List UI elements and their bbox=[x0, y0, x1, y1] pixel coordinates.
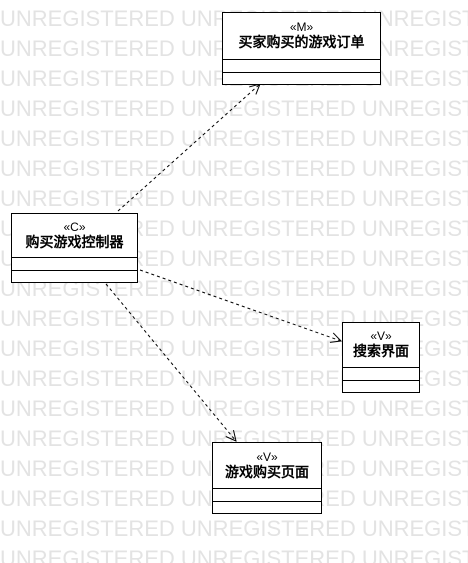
order-stereotype: «M» bbox=[289, 20, 314, 34]
order-operations-compartment bbox=[223, 72, 380, 84]
purchase-page-operations-compartment bbox=[213, 501, 321, 513]
purchase-page-name: 游戏购买页面 bbox=[225, 464, 309, 481]
dependency-controller-to-search[interactable] bbox=[139, 269, 341, 341]
class-search[interactable]: «V» 搜索界面 bbox=[342, 322, 420, 393]
class-order[interactable]: «M» 买家购买的游戏订单 bbox=[222, 12, 381, 85]
search-name: 搜索界面 bbox=[353, 344, 409, 360]
purchase-page-attributes-compartment bbox=[213, 488, 321, 501]
dependency-controller-to-purchase-page[interactable] bbox=[105, 283, 236, 441]
order-name: 买家购买的游戏订单 bbox=[238, 35, 365, 51]
controller-operations-compartment bbox=[12, 270, 137, 282]
class-controller[interactable]: «C» 购买游戏控制器 bbox=[11, 213, 138, 283]
search-stereotype: «V» bbox=[370, 329, 392, 343]
controller-stereotype: «C» bbox=[63, 219, 86, 234]
order-attributes-compartment bbox=[223, 59, 380, 72]
controller-name: 购买游戏控制器 bbox=[25, 234, 124, 251]
search-operations-compartment bbox=[343, 380, 419, 392]
controller-attributes-compartment bbox=[12, 257, 137, 270]
class-purchase-page[interactable]: «V» 游戏购买页面 bbox=[212, 442, 322, 514]
purchase-page-stereotype: «V» bbox=[256, 449, 278, 464]
dependency-controller-to-order[interactable] bbox=[117, 84, 260, 212]
search-attributes-compartment bbox=[343, 367, 419, 380]
